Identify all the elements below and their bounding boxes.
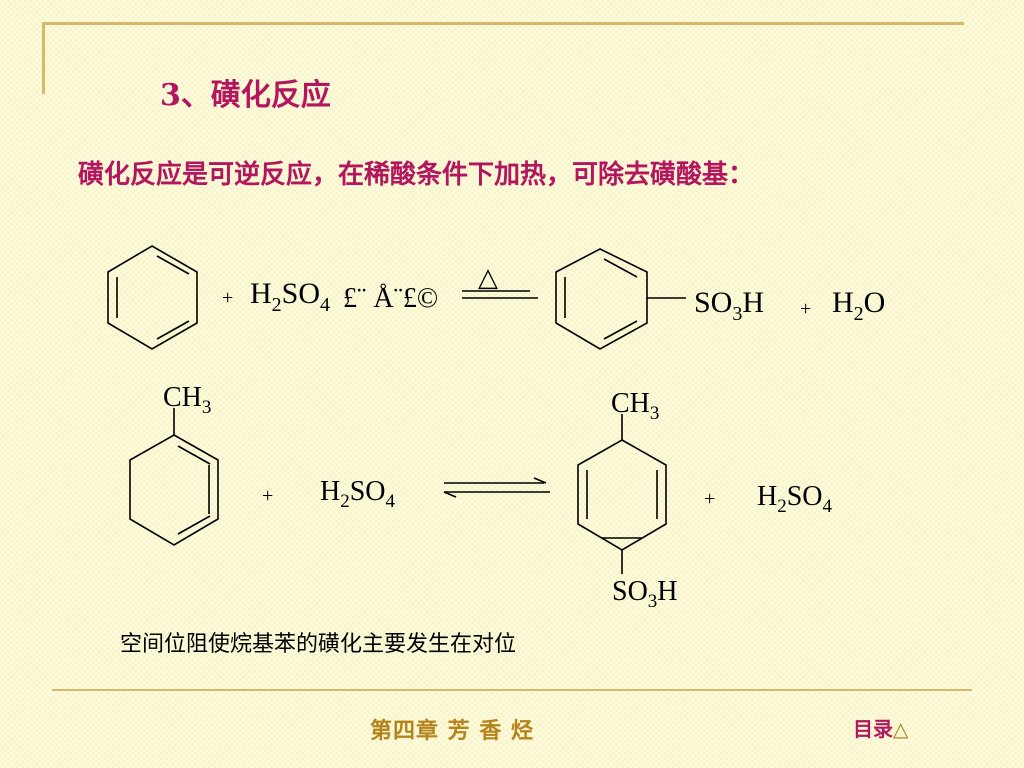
product-ch3-label: CH3 bbox=[611, 388, 659, 424]
heat-triangle-icon: △ bbox=[478, 263, 498, 292]
frame-bottom-line bbox=[52, 689, 972, 691]
frame-left-line bbox=[42, 22, 45, 94]
toluene-ch3-label: CH3 bbox=[163, 382, 211, 418]
reaction1-plus-2: + bbox=[800, 298, 811, 320]
toc-triangle-icon: △ bbox=[893, 717, 909, 741]
table-of-contents-link[interactable]: 目录△ bbox=[853, 713, 908, 742]
footer-chapter-title: 第四章 芳 香 烃 bbox=[370, 718, 534, 744]
frame-top-line bbox=[42, 22, 964, 25]
toluene-ring bbox=[129, 408, 219, 546]
subtitle-text: 磺化反应是可逆反应，在稀酸条件下加热，可除去磺酸基： bbox=[78, 160, 755, 190]
reaction1-equilibrium-arrows bbox=[462, 290, 538, 299]
page-title: 3、磺化反应 bbox=[160, 78, 331, 113]
reaction2-equilibrium-arrows bbox=[443, 477, 550, 498]
reaction1-garbled-condition: £¨ Å¨£© bbox=[343, 283, 438, 314]
reaction2-reagent-h2so4: H2SO4 bbox=[320, 476, 396, 512]
reaction1-plus-1: + bbox=[222, 287, 233, 309]
reaction2-plus-2: + bbox=[704, 488, 715, 510]
steric-hindrance-note: 空间位阻使烷基苯的磺化主要发生在对位 bbox=[120, 632, 517, 657]
benzenesulfonic-acid-ring bbox=[555, 248, 686, 350]
reaction1-product-so3h: SO3H bbox=[694, 286, 764, 325]
reaction2-reagent2-h2so4: H2SO4 bbox=[757, 481, 833, 517]
reaction2-plus-1: + bbox=[262, 485, 273, 507]
product-so3h-label: SO3H bbox=[612, 576, 678, 612]
toc-label: 目录 bbox=[853, 717, 893, 741]
reaction1-byproduct-h2o: H2O bbox=[832, 286, 885, 325]
benzene-ring-1 bbox=[107, 245, 198, 350]
reaction1-reagent-h2so4: H2SO4 bbox=[250, 277, 330, 316]
p-toluenesulfonic-acid-ring bbox=[577, 414, 667, 574]
